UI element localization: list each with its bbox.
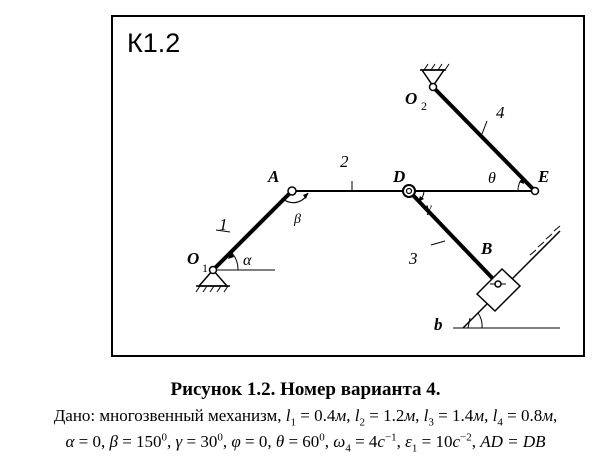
alpha-arc (230, 251, 239, 271)
label-link-4: 4 (496, 103, 505, 122)
value-alpha: 0 (92, 432, 101, 451)
value-l4: 0.8 (520, 406, 543, 425)
exp-eps1: −2 (460, 431, 472, 444)
link-1 (211, 189, 294, 272)
joint-o2 (428, 82, 438, 92)
support-o2 (420, 63, 450, 88)
label-link-3: 3 (408, 249, 418, 268)
label-o1-sub: 1 (202, 261, 208, 275)
label-gamma: γ (426, 201, 432, 216)
figure-frame (111, 15, 585, 357)
link-1-leader (215, 229, 231, 233)
label-base-b: b (434, 315, 443, 334)
given-prefix: Дано: многозвенный механизм, (53, 406, 282, 425)
unit-l3: м (473, 406, 485, 425)
joint-d-inner (405, 187, 413, 195)
figure-caption: Рисунок 1.2. Номер варианта 4. (170, 379, 441, 400)
value-theta: 60 (302, 432, 320, 451)
unit-l2: м (404, 406, 416, 425)
label-b: B (480, 239, 492, 258)
value-l1: 0.4 (314, 406, 336, 425)
figure-label: К1.2 (127, 28, 180, 58)
angle-b-hatch (467, 317, 471, 329)
link-4-leader (481, 120, 488, 135)
label-o2: O (405, 89, 417, 108)
unit-l4: м (542, 406, 554, 425)
label-beta: β (293, 212, 301, 227)
value-ad-db: AD = DB (480, 432, 546, 451)
given-line-2: α = 0, β = 1500, γ = 300, φ = 0, θ = 600… (65, 431, 546, 455)
joint-e (530, 186, 540, 196)
joint-a (287, 186, 297, 196)
alpha-arrow (228, 252, 234, 259)
unit-l1: м (335, 406, 347, 425)
gamma-arrow (418, 196, 424, 202)
unit-omega4: c (377, 432, 385, 451)
link-4 (431, 85, 537, 193)
unit-eps1: c (452, 432, 461, 451)
value-l3: 1.4 (452, 406, 474, 425)
value-omega4: 4 (368, 432, 378, 451)
label-theta: θ (488, 170, 496, 187)
label-d: D (392, 167, 405, 186)
value-beta: 150 (136, 432, 162, 451)
label-link-1: 1 (219, 215, 228, 234)
label-o2-sub: 2 (421, 99, 427, 113)
label-e: E (537, 167, 549, 186)
value-gamma: 30 (200, 432, 218, 451)
label-link-2: 2 (340, 152, 349, 171)
given-line-1: Дано: многозвенный механизм, l1 = 0.4м, … (53, 406, 558, 429)
value-phi: 0 (258, 432, 268, 451)
mechanism-figure: К1.2 (111, 15, 585, 357)
link-3 (407, 189, 500, 286)
angle-arc-b (477, 312, 483, 329)
exp-omega4: −1 (384, 431, 397, 444)
joint-b (494, 280, 502, 288)
label-alpha: α (243, 252, 252, 269)
mechanism-diagram: К1.2 (111, 15, 585, 357)
value-eps1: 10 (435, 432, 453, 451)
label-o1: O (187, 249, 199, 268)
link-3-leader (430, 240, 446, 246)
theta-arrow (519, 178, 524, 184)
beta-arrow (303, 193, 308, 199)
support-o1 (195, 268, 230, 293)
label-a: A (267, 167, 279, 186)
value-l2: 1.2 (383, 406, 405, 425)
slider-b (462, 225, 561, 329)
joint-o1 (208, 265, 218, 275)
